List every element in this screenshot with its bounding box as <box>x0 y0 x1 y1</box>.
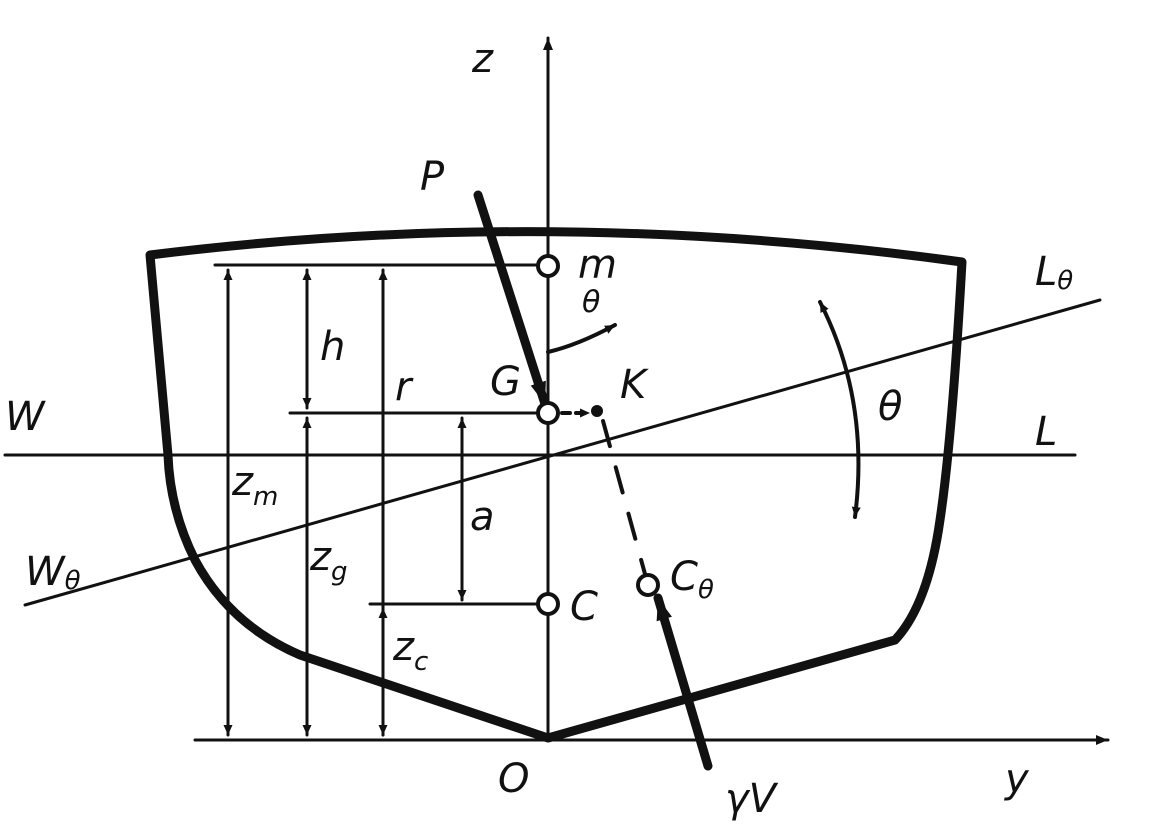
buoyancy-force-arrow <box>653 593 713 771</box>
weight-force-arrow <box>473 190 550 409</box>
point-C-theta <box>636 573 660 597</box>
label-point-K: K <box>620 362 649 408</box>
label-dim-r: r <box>395 364 414 410</box>
label-dim-h: h <box>320 324 345 370</box>
point-G <box>536 401 560 425</box>
label-buoyancy: γV <box>725 776 779 822</box>
label-small-theta: θ <box>582 285 600 320</box>
label-waterline-L: L <box>1035 409 1057 455</box>
waterline-inclined <box>23 298 1102 607</box>
label-waterline-W: W <box>5 394 46 440</box>
label-heel-theta: θ <box>878 384 902 430</box>
label-point-C: C <box>570 584 598 630</box>
point-m <box>536 254 560 278</box>
small-angle-arc <box>546 323 617 354</box>
label-inclined-W: Wθ <box>25 549 81 596</box>
point-C <box>536 592 560 616</box>
label-inclined-L: Lθ <box>1035 249 1073 296</box>
label-weight-P: P <box>420 154 445 200</box>
label-dim-zg: zg <box>309 534 348 587</box>
label-dim-a: a <box>470 494 495 540</box>
label-point-C-theta: Cθ <box>670 554 714 605</box>
buoyancy-line-dashed <box>598 408 650 587</box>
label-dim-zc: zc <box>392 624 428 677</box>
point-K-dot <box>591 405 603 417</box>
label-dim-zm: zm <box>231 459 278 512</box>
hull-outline <box>145 227 967 743</box>
label-point-m: m <box>578 242 617 288</box>
label-origin: O <box>498 756 529 802</box>
label-point-G: G <box>490 359 521 405</box>
heel-angle-arc <box>818 300 861 519</box>
label-z-axis: z <box>471 36 494 82</box>
label-y-axis: y <box>1004 756 1030 802</box>
